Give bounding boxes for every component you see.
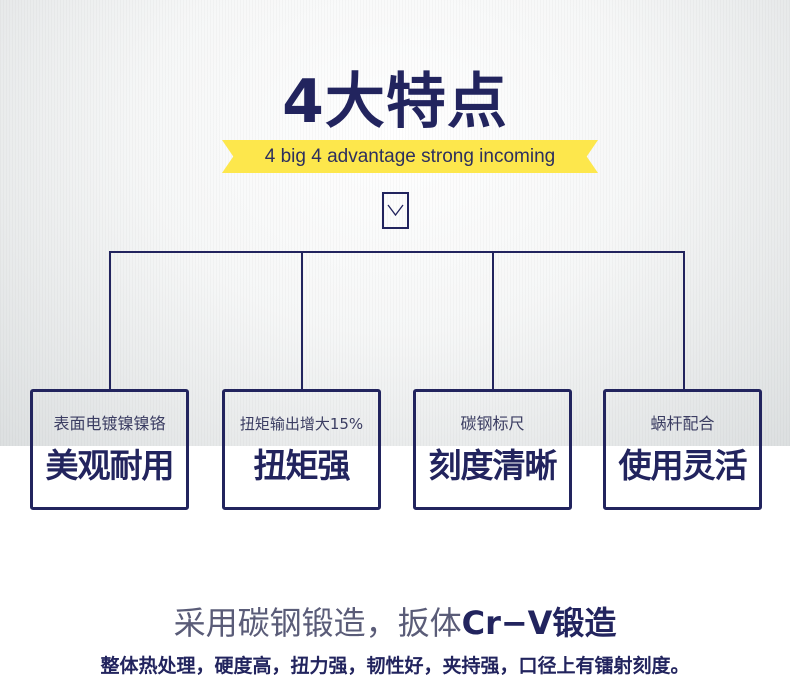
feature-title: 刻度清晰 (428, 446, 558, 485)
connector-vertical (301, 251, 303, 390)
feature-card: 扭矩输出增大15% 扭矩强 (222, 389, 381, 510)
slogan-bold: Cr−V锻造 (461, 604, 617, 642)
feature-subtitle: 蜗杆配合 (650, 414, 715, 433)
connector-horizontal (109, 251, 685, 253)
connector-vertical (683, 251, 685, 390)
chevron-down-icon (382, 192, 409, 229)
subtitle-text: 4 big 4 advantage strong incoming (264, 146, 556, 167)
gradient-background (0, 0, 790, 446)
page-title: 4大特点 (282, 67, 508, 137)
feature-title: 使用灵活 (618, 446, 748, 485)
feature-card: 碳钢标尺 刻度清晰 (413, 389, 572, 510)
subtitle-ribbon: 4 big 4 advantage strong incoming (222, 140, 598, 173)
description: 整体热处理，硬度高，扭力强，韧性好，夹持强，口径上有镭射刻度。 (100, 655, 690, 677)
feature-subtitle: 碳钢标尺 (460, 414, 525, 433)
feature-subtitle: 表面电镀镍镍铬 (53, 414, 166, 433)
feature-card: 表面电镀镍镍铬 美观耐用 (30, 389, 189, 510)
feature-subtitle: 扭矩输出增大15% (239, 415, 364, 433)
feature-title: 美观耐用 (45, 446, 175, 485)
slogan: 采用碳钢锻造，扳体Cr−V锻造 (0, 604, 790, 642)
feature-card: 蜗杆配合 使用灵活 (603, 389, 762, 510)
connector-vertical (109, 251, 111, 390)
connector-vertical (492, 251, 494, 390)
slogan-light: 采用碳钢锻造，扳体 (173, 604, 462, 642)
feature-title: 扭矩强 (253, 446, 351, 485)
